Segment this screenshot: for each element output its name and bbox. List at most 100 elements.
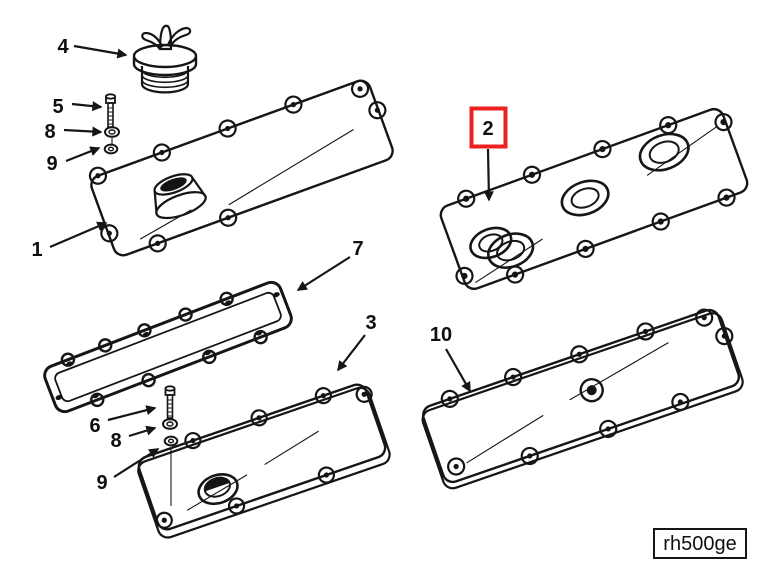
callout-label-8-bottom: 8 bbox=[110, 430, 121, 452]
bolt-hole bbox=[225, 125, 231, 132]
bolt-hole bbox=[701, 315, 707, 321]
washer-seal-lower-drawing bbox=[163, 435, 179, 447]
surface-highlight-line bbox=[475, 126, 717, 284]
callout-label-2: 2 bbox=[482, 118, 493, 140]
washer-outer bbox=[163, 435, 179, 447]
seal-ring-outer bbox=[469, 226, 513, 260]
callout-label-3: 3 bbox=[365, 312, 376, 334]
callout-label-1: 1 bbox=[31, 239, 42, 261]
cover-body bbox=[90, 79, 394, 257]
gasket-hole bbox=[255, 330, 263, 336]
bolt-hole bbox=[361, 391, 367, 397]
bolt-hole bbox=[599, 146, 606, 153]
bolt-hole bbox=[463, 195, 470, 202]
filler-neck-ring bbox=[197, 473, 239, 506]
callout-label-6: 6 bbox=[89, 415, 100, 437]
callout-arrows bbox=[49, 44, 494, 478]
cover-body bbox=[421, 308, 741, 484]
bolt-hole bbox=[159, 149, 165, 156]
cap-thread-body bbox=[140, 66, 190, 94]
washer-flat-lower-drawing bbox=[162, 418, 178, 430]
bolt-holes bbox=[447, 315, 727, 470]
cap-disc-side bbox=[132, 57, 198, 77]
callout-label-10: 10 bbox=[430, 324, 452, 346]
gasket-hole bbox=[55, 394, 63, 401]
gasket-hole bbox=[224, 300, 232, 306]
bolt-hole bbox=[290, 101, 297, 108]
bolt-hole bbox=[510, 374, 516, 380]
neck-ring-outer bbox=[197, 473, 239, 506]
port-ring-outer bbox=[638, 132, 690, 172]
callout-arrow-8-bottom bbox=[128, 425, 157, 438]
bolt-hole bbox=[528, 171, 536, 178]
callout-arrow-9-top bbox=[65, 146, 101, 163]
bolt-holes bbox=[95, 86, 380, 246]
surface-highlight-line bbox=[466, 342, 669, 464]
bolt-head-top bbox=[105, 93, 117, 100]
cover-flange bbox=[137, 386, 391, 539]
bolt-hole bbox=[582, 245, 589, 252]
callout-arrow-8-top bbox=[63, 126, 103, 137]
callout-label-7: 7 bbox=[352, 238, 363, 260]
bolt-hole bbox=[721, 333, 727, 339]
gasket-outer-edge bbox=[43, 280, 293, 414]
center-boss bbox=[579, 378, 604, 403]
seal-ring-ports bbox=[469, 132, 690, 269]
gasket-hole bbox=[204, 350, 211, 356]
bolt-hole bbox=[106, 230, 112, 236]
neck-base bbox=[155, 191, 207, 220]
bolt-hole bbox=[374, 107, 380, 113]
bolt-lower-drawing bbox=[164, 385, 176, 419]
callout-arrow-6 bbox=[107, 405, 157, 422]
gasket-hole bbox=[273, 292, 280, 298]
cap-wing-right bbox=[166, 26, 192, 48]
callout-label-9-bottom: 9 bbox=[96, 472, 107, 494]
neck-ring-shadow bbox=[204, 477, 230, 492]
callout-arrow-1 bbox=[49, 221, 108, 249]
gasket-hole bbox=[142, 331, 150, 338]
gasket-drawing bbox=[43, 280, 293, 414]
bolt-upper-drawing bbox=[105, 93, 117, 128]
washer-inner bbox=[107, 146, 115, 152]
neck-rim bbox=[153, 173, 194, 196]
bolt-hole bbox=[511, 271, 519, 278]
bolt-hole bbox=[256, 415, 262, 421]
port-ring-outer bbox=[560, 179, 610, 217]
valve-cover-1-drawing bbox=[88, 79, 394, 257]
cover-flange bbox=[421, 312, 744, 490]
bolt-head-top bbox=[164, 385, 176, 392]
bolt-hole bbox=[461, 272, 468, 280]
bolt-hole bbox=[323, 472, 329, 478]
washer-inner bbox=[108, 129, 116, 135]
port-ring-inner bbox=[496, 239, 526, 262]
neck-opening bbox=[160, 177, 187, 192]
callout-arrow-9-bottom bbox=[113, 448, 160, 478]
cap-stem bbox=[158, 24, 173, 51]
figure-code-box: rh500ge bbox=[653, 528, 747, 559]
bolt-hole bbox=[720, 118, 727, 126]
washer-outer bbox=[104, 126, 120, 138]
callout-arrow-10 bbox=[445, 348, 471, 393]
bolt-hole bbox=[453, 463, 459, 470]
bolt-holes bbox=[461, 118, 730, 280]
bolt-threads bbox=[167, 399, 173, 417]
callout-labels: 4 5 8 9 1 2 7 3 10 6 8 9 bbox=[31, 36, 493, 494]
cover-body bbox=[137, 383, 387, 531]
washer-inner bbox=[166, 421, 174, 427]
valve-cover-2-drawing bbox=[439, 107, 749, 291]
surface-highlight-line bbox=[139, 129, 354, 240]
bolt-hole bbox=[677, 399, 683, 405]
bolt-threads bbox=[108, 107, 113, 125]
bolt-hole bbox=[527, 453, 533, 459]
highlight-box bbox=[469, 106, 508, 149]
callout-arrow-5 bbox=[71, 101, 103, 112]
bolt-hole bbox=[357, 86, 363, 92]
valve-cover-3-drawing bbox=[137, 383, 391, 539]
figure-code-border bbox=[653, 528, 747, 559]
washer-inner bbox=[167, 438, 175, 444]
callout-arrow-7 bbox=[296, 256, 351, 291]
bolt-hole bbox=[605, 426, 611, 432]
bolt-hole bbox=[95, 173, 101, 179]
callout-label-8-top: 8 bbox=[44, 121, 55, 143]
